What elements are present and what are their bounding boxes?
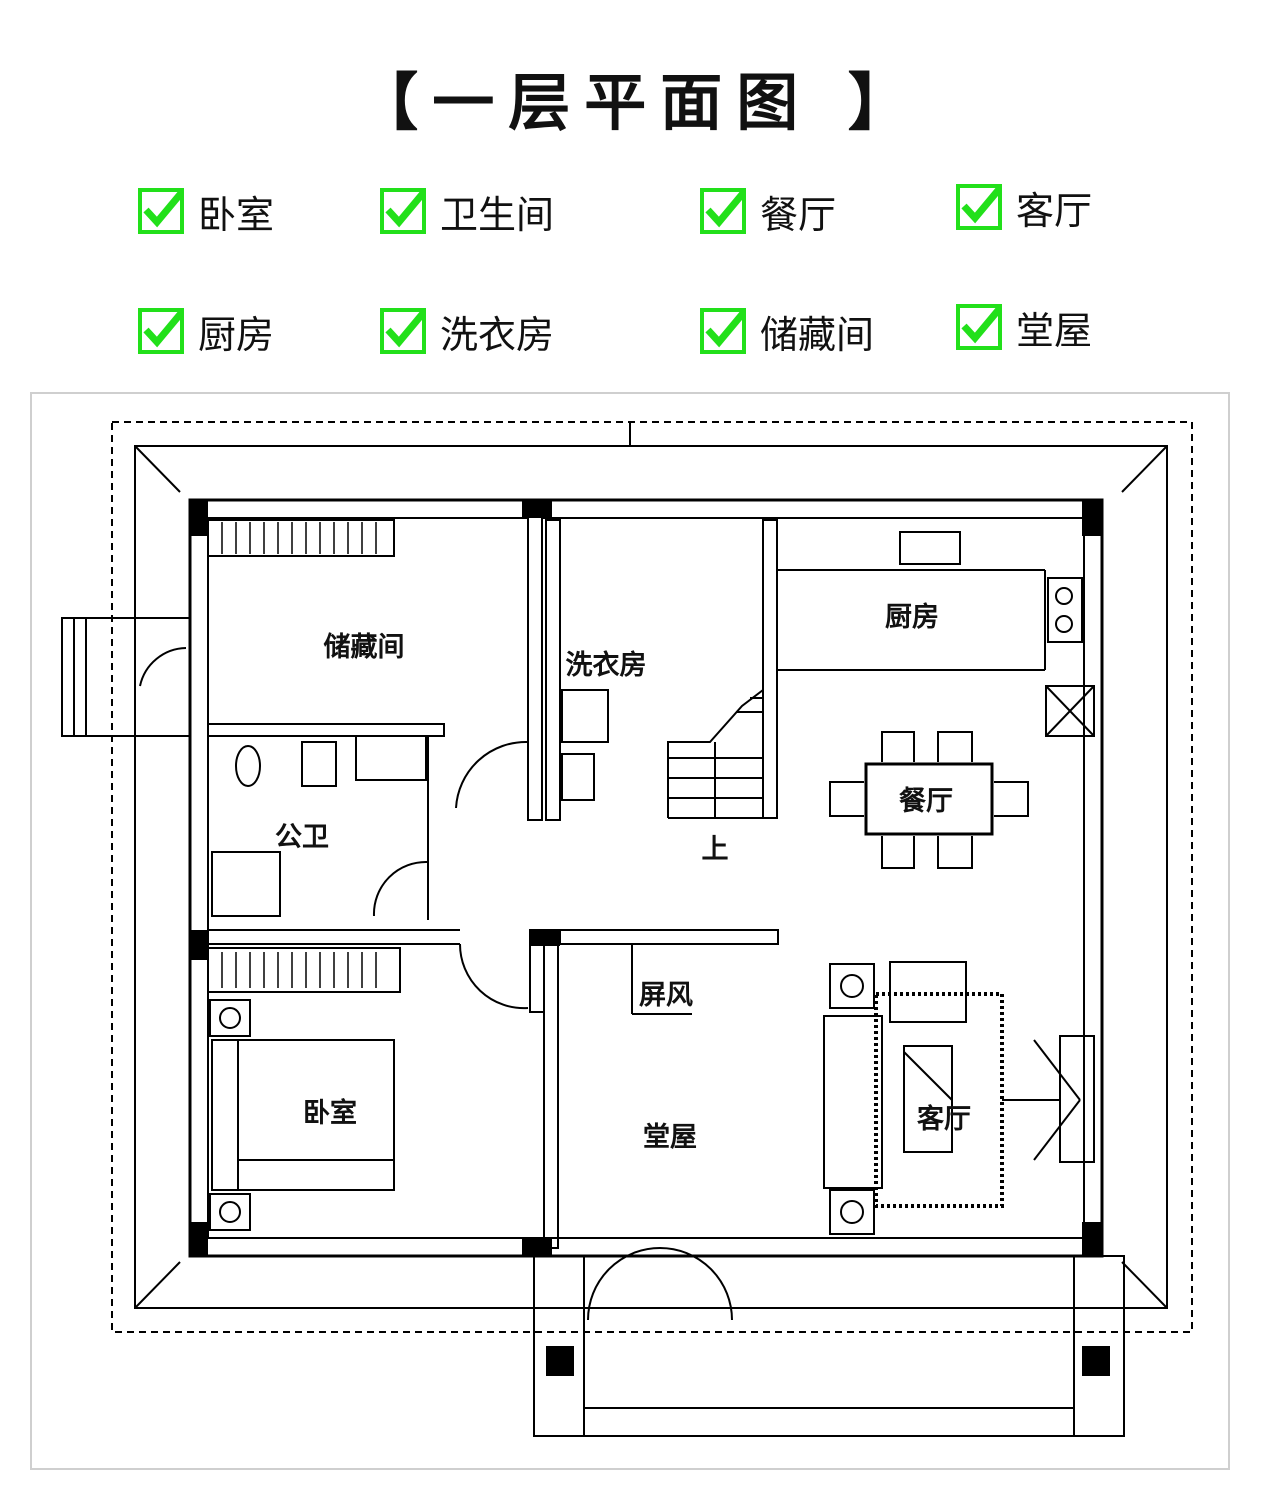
check-icon [700, 308, 746, 354]
room-label-laundry: 洗衣房 [566, 649, 647, 681]
check-icon [138, 308, 184, 354]
storage-shelf [207, 519, 395, 557]
site-boundary [111, 421, 1193, 1333]
basin [355, 735, 427, 781]
page-title: 【一层平面图 】 [356, 66, 924, 139]
roof-eave [134, 445, 1168, 1309]
coffee-table [903, 1045, 953, 1153]
legend-label: 卫生间 [440, 192, 555, 237]
legend-label: 储藏间 [760, 312, 875, 357]
legend-item-storage: 储藏间 [700, 306, 875, 357]
bedroom-closet [207, 947, 401, 993]
legend-label: 堂屋 [1016, 308, 1093, 353]
rug [874, 992, 1004, 1208]
door-bedroom [458, 943, 529, 1010]
legend-item-bedroom: 卧室 [138, 186, 275, 237]
dining-table [864, 762, 994, 836]
door-toilet [372, 860, 429, 917]
shower-tray [211, 851, 281, 917]
side-table [829, 963, 875, 1009]
check-icon [700, 188, 746, 234]
side-steps [61, 617, 191, 737]
room-label-dining: 餐厅 [899, 786, 953, 817]
side-table [829, 1189, 875, 1235]
staircase [667, 689, 764, 819]
room-label-screen: 屏风 [639, 980, 693, 1011]
room-label-toilet: 公卫 [275, 822, 329, 853]
check-icon [380, 188, 426, 234]
screen-partition [559, 929, 779, 945]
nightstand [209, 1193, 251, 1231]
legend-item-hall: 堂屋 [956, 302, 1093, 353]
urinal [301, 741, 337, 787]
check-icon [138, 188, 184, 234]
door-laundry [455, 740, 529, 809]
legend-label: 卧室 [198, 192, 275, 237]
dining-chairs [829, 731, 1029, 869]
legend-item-bathroom: 卫生间 [380, 186, 555, 237]
room-label-living: 客厅 [917, 1103, 971, 1135]
kitchen-sink [899, 531, 961, 565]
room-label-kitchen: 厨房 [885, 602, 939, 633]
room-label-bedroom: 卧室 [303, 1097, 357, 1129]
laundry-sink [561, 753, 595, 801]
legend-label: 洗衣房 [440, 312, 555, 357]
room-label-storage: 储藏间 [324, 632, 405, 663]
check-icon [380, 308, 426, 354]
squat-toilet [235, 745, 261, 787]
legend-label: 餐厅 [760, 192, 837, 237]
check-icon [956, 304, 1002, 350]
legend-label: 厨房 [198, 312, 275, 357]
check-icon [956, 184, 1002, 230]
legend-label: 客厅 [1016, 188, 1093, 233]
armchair [889, 961, 967, 1023]
door-storage [139, 647, 187, 687]
tv-cabinet [1059, 1035, 1095, 1163]
nightstand [209, 999, 251, 1037]
stove [1047, 577, 1083, 643]
door-main [587, 1246, 733, 1321]
sofa [823, 1015, 883, 1189]
legend-item-kitchen: 厨房 [138, 306, 275, 357]
floor-plan-frame [30, 392, 1230, 1470]
legend-item-living: 客厅 [956, 182, 1093, 233]
stairs-up-label: 上 [702, 834, 729, 865]
legend-item-laundry: 洗衣房 [380, 306, 555, 357]
fridge [1045, 685, 1095, 737]
legend-item-dining: 餐厅 [700, 186, 837, 237]
washer [561, 689, 609, 743]
room-label-hall: 堂屋 [643, 1122, 697, 1153]
